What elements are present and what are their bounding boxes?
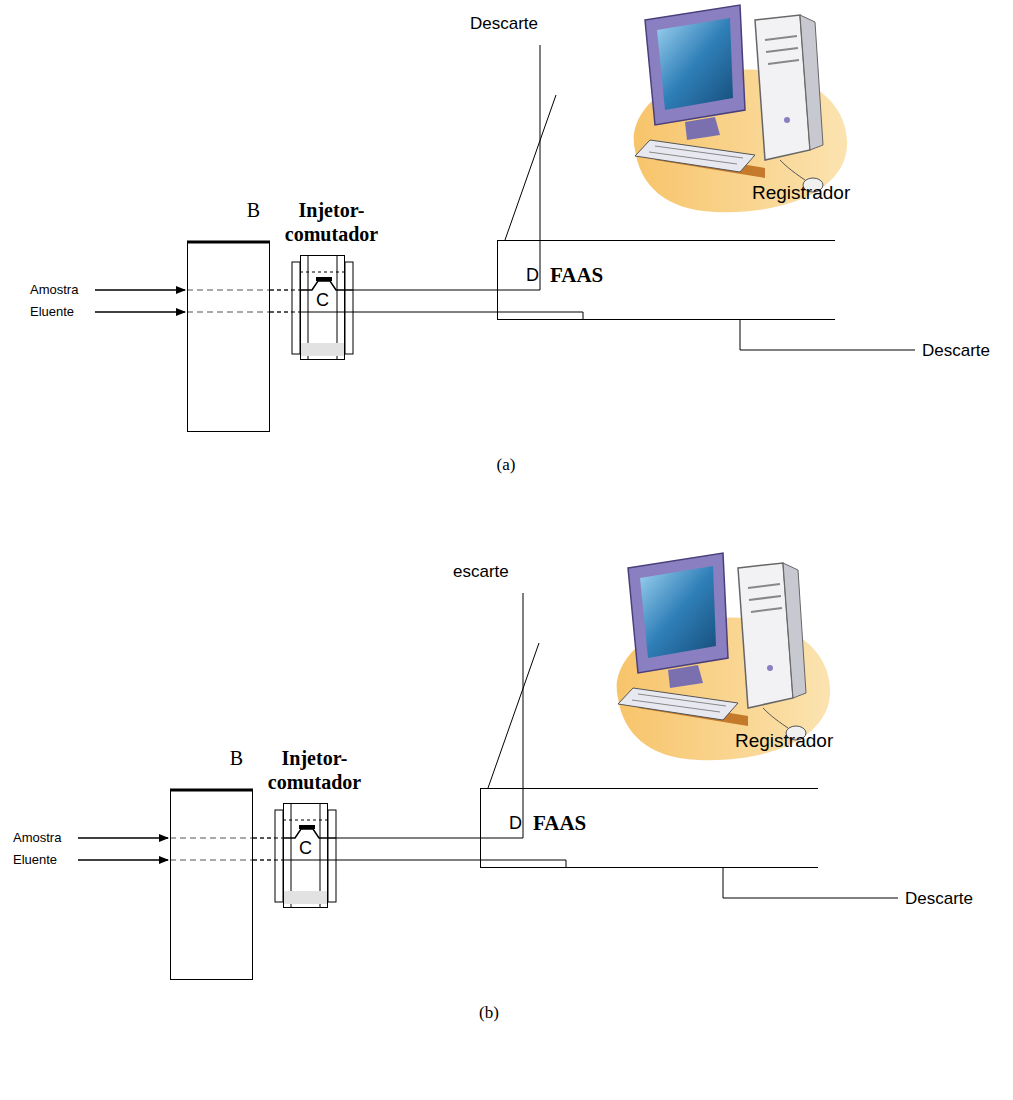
flow-line <box>336 860 566 868</box>
text-label: Descarte <box>470 14 538 34</box>
flow-line <box>270 311 300 312</box>
pump-box: B <box>187 242 270 432</box>
flow-line <box>253 837 283 838</box>
flow-line <box>270 289 300 290</box>
text-label: Eluente <box>30 304 74 319</box>
text-label: Registrador <box>735 730 833 752</box>
pump-label: B <box>188 199 269 222</box>
text-label: (b) <box>479 1003 499 1023</box>
detector-box: D FAAS <box>497 240 835 320</box>
detector-box: D FAAS <box>480 788 818 868</box>
flow-line <box>253 859 283 860</box>
detector-letter: D <box>526 265 539 286</box>
loop-label: C <box>284 838 327 859</box>
detector-name: FAAS <box>550 263 603 288</box>
detector-letter: D <box>509 813 522 834</box>
text-label: Descarte <box>905 889 973 909</box>
injector-label: Injetor- comutador <box>255 746 375 794</box>
pump-box: B <box>170 790 253 980</box>
loop-label: C <box>301 290 344 311</box>
text-label: Amostra <box>13 830 61 845</box>
injector-box: Injetor- comutadorC <box>283 803 328 908</box>
text-label: escarte <box>453 562 509 582</box>
detector-name: FAAS <box>533 811 586 836</box>
text-label: Amostra <box>30 282 78 297</box>
flow-line <box>353 312 583 320</box>
text-label: Registrador <box>752 182 850 204</box>
text-label: Descarte <box>922 341 990 361</box>
pump-label: B <box>171 747 252 770</box>
injector-label: Injetor- comutador <box>272 198 392 246</box>
text-label: Eluente <box>13 852 57 867</box>
injector-box: Injetor- comutadorC <box>300 255 345 360</box>
text-label: (a) <box>497 455 516 475</box>
